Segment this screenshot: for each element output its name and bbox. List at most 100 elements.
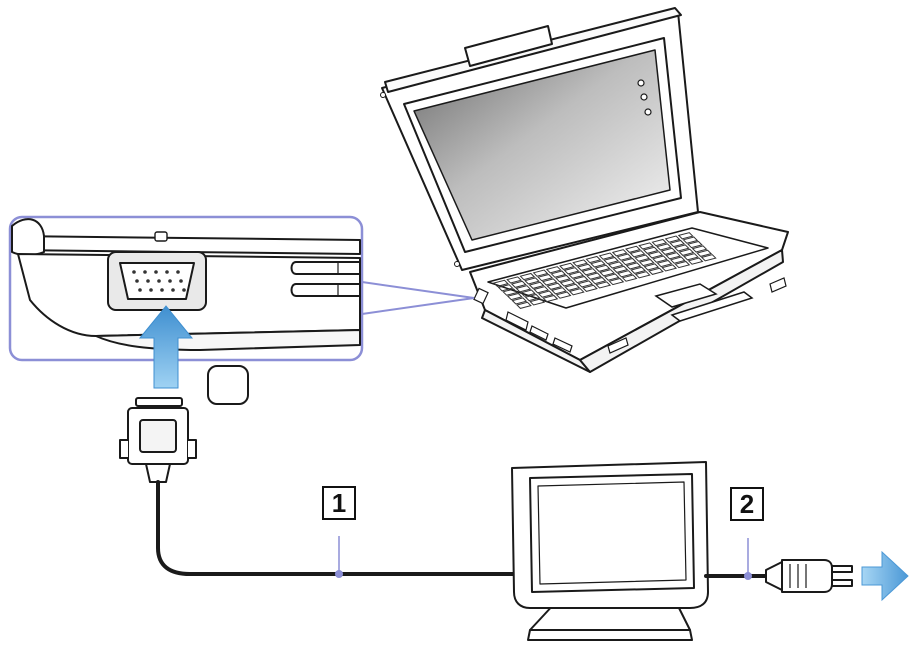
keyboard-key	[634, 271, 651, 279]
vga-pin	[138, 288, 142, 292]
keyboard-key	[638, 242, 655, 250]
keyboard-key	[674, 260, 691, 269]
keyboard-key	[608, 277, 625, 286]
keyboard-key	[664, 235, 681, 243]
laptop-icon	[380, 7, 789, 373]
keyboard-key	[590, 260, 606, 268]
keyboard-key	[550, 270, 567, 278]
keyboard-key	[582, 284, 598, 292]
keyboard-key	[629, 250, 646, 258]
keyboard-key	[678, 248, 695, 256]
keyboard-key	[648, 267, 664, 275]
keyboard-key	[524, 277, 540, 285]
keyboard-key	[682, 236, 699, 244]
keyboard-key	[607, 261, 624, 269]
keyboard-key	[611, 249, 628, 257]
keyboard-key	[585, 255, 602, 264]
monitor-icon	[511, 461, 709, 641]
zoom-callout-lines	[361, 281, 475, 315]
keyboard-key	[502, 288, 519, 296]
keyboard-key	[603, 273, 620, 281]
keyboard-key	[520, 289, 536, 297]
keyboard-key	[528, 281, 545, 289]
keyboard-key	[519, 272, 536, 281]
keyboard-key	[545, 266, 562, 274]
keyboard-key	[656, 259, 673, 268]
keyboard-key	[598, 252, 615, 260]
callout-dot-1	[335, 570, 343, 578]
keyboard-key	[529, 298, 546, 306]
keyboard-key	[651, 238, 668, 247]
keyboard-key	[656, 243, 672, 251]
keyboard-key	[572, 259, 589, 267]
keyboard-key	[533, 286, 550, 294]
keyboard-key	[696, 249, 713, 257]
keyboard-key	[568, 288, 585, 296]
keyboard-key	[677, 232, 694, 240]
keyboard-key	[595, 281, 612, 289]
monitor-cable	[156, 480, 522, 576]
keyboard-key	[568, 271, 585, 279]
vga-connector-icon	[119, 397, 197, 483]
keyboard-key	[630, 266, 647, 274]
keyboard-key	[559, 279, 576, 287]
keyboard-key	[673, 244, 690, 252]
monitor-symbol-icon	[207, 365, 249, 405]
keyboard-key	[572, 275, 589, 284]
keyboard-key	[642, 246, 659, 254]
keyboard-key	[669, 256, 686, 264]
keyboard-key	[511, 297, 528, 305]
keyboard-key	[599, 269, 616, 277]
keyboard-key	[555, 274, 571, 283]
power-plug-icon	[765, 559, 853, 593]
keyboard-key	[546, 282, 563, 290]
callout-dot-2	[744, 572, 752, 580]
keyboard-key	[506, 292, 523, 301]
vga-pin	[171, 288, 175, 292]
keyboard-key	[683, 253, 699, 261]
keyboard-key	[576, 263, 593, 271]
laptop-touchpad	[654, 283, 754, 322]
laptop-keyboard-keys	[493, 232, 717, 309]
keyboard-key	[551, 287, 567, 295]
callout-label-2: 2	[730, 487, 764, 521]
keyboard-key	[555, 291, 572, 299]
keyboard-key	[542, 294, 559, 303]
keyboard-key	[612, 265, 629, 273]
keyboard-key	[621, 274, 638, 282]
keyboard-key	[625, 245, 641, 253]
keyboard-key	[594, 264, 611, 272]
keyboard-key	[691, 245, 708, 253]
keyboard-key	[616, 253, 633, 261]
keyboard-key	[493, 279, 509, 287]
keyboard-key	[634, 254, 651, 262]
keyboard-key	[586, 272, 602, 280]
keyboard-key	[532, 269, 549, 277]
keyboard-key	[603, 256, 620, 265]
keyboard-key	[581, 268, 598, 276]
vga-pin	[165, 270, 169, 274]
keyboard-key	[661, 264, 678, 272]
vga-pin	[132, 270, 136, 274]
keyboard-key	[687, 257, 704, 265]
vga-pin	[182, 288, 186, 292]
vga-port-icon	[107, 251, 207, 311]
vga-pin	[154, 270, 158, 274]
callout-label-1: 1	[322, 486, 356, 520]
keyboard-key	[643, 263, 660, 271]
keyboard-key	[510, 280, 527, 288]
keyboard-key	[660, 247, 677, 255]
keyboard-key	[516, 301, 532, 309]
keyboard-key	[564, 283, 581, 291]
keyboard-key	[647, 251, 664, 259]
keyboard-key	[559, 262, 575, 270]
vga-pin	[176, 270, 180, 274]
vga-pin	[168, 279, 172, 283]
keyboard-key	[537, 290, 554, 298]
keyboard-key	[621, 257, 637, 266]
keyboard-key	[524, 293, 541, 302]
keyboard-key	[687, 240, 703, 249]
vga-pin	[143, 270, 147, 274]
keyboard-key	[625, 262, 642, 270]
keyboard-key	[541, 278, 558, 286]
